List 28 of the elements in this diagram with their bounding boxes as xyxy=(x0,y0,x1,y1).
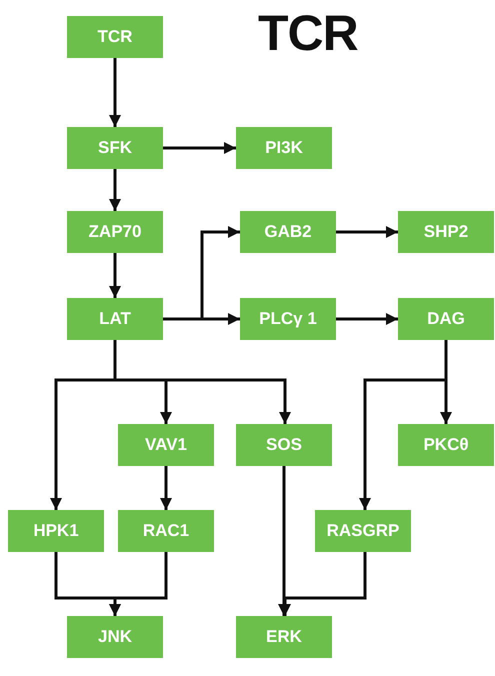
arrow xyxy=(336,313,398,325)
arrow xyxy=(336,226,398,238)
protein-box: JNK xyxy=(67,616,163,658)
arrow xyxy=(109,58,121,127)
protein-box: GAB2 xyxy=(240,211,336,253)
arrow xyxy=(109,552,168,616)
protein-box: PKCθ xyxy=(398,424,494,466)
protein-box: PI3K xyxy=(236,127,332,169)
protein-box: ZAP70 xyxy=(67,211,163,253)
arrow xyxy=(109,253,121,298)
arrow xyxy=(114,340,291,424)
protein-box: SHP2 xyxy=(398,211,494,253)
arrow xyxy=(109,169,121,211)
protein-box: SOS xyxy=(236,424,332,466)
arrow xyxy=(160,466,172,510)
title: TCR xyxy=(258,8,358,58)
protein-box: LAT xyxy=(67,298,163,340)
protein-box: RASGRP xyxy=(315,510,411,552)
protein-box: DAG xyxy=(398,298,494,340)
arrow xyxy=(359,340,448,510)
protein-box: ERK xyxy=(236,616,332,658)
protein-box: HPK1 xyxy=(8,510,104,552)
arrow xyxy=(163,142,236,154)
protein-box: RAC1 xyxy=(118,510,214,552)
protein-box: PLCγ 1 xyxy=(240,298,336,340)
protein-box: VAV1 xyxy=(118,424,214,466)
protein-box: TCR xyxy=(67,16,163,58)
protein-box: SFK xyxy=(67,127,163,169)
